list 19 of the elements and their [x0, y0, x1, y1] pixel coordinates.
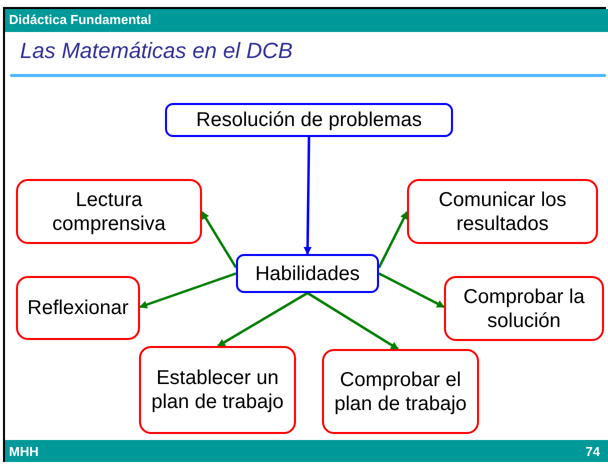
page-number: 74 [586, 444, 600, 459]
skill-box: Comprobar el plan de trabajo [322, 349, 479, 434]
arrow [378, 211, 408, 268]
slide-title: Las Matemáticas en el DCB [20, 38, 293, 64]
skill-box: Establecer un plan de trabajo [139, 346, 296, 434]
header-text: Didáctica Fundamental [9, 12, 152, 27]
concept-box: Resolución de problemas [165, 103, 453, 137]
arrow [200, 211, 238, 268]
skill-box: Comunicar los resultados [407, 179, 598, 244]
footer-text: MHH [9, 444, 39, 459]
arrow [378, 272, 445, 308]
arrow [217, 292, 308, 348]
arrow [304, 136, 312, 255]
arrow [139, 272, 236, 308]
skill-box: Comprobar la solución [444, 276, 604, 341]
skill-box: Reflexionar [16, 276, 140, 340]
skill-box: Lectura comprensiva [16, 179, 202, 244]
arrow [306, 292, 399, 350]
concept-box: Habilidades [236, 254, 379, 293]
